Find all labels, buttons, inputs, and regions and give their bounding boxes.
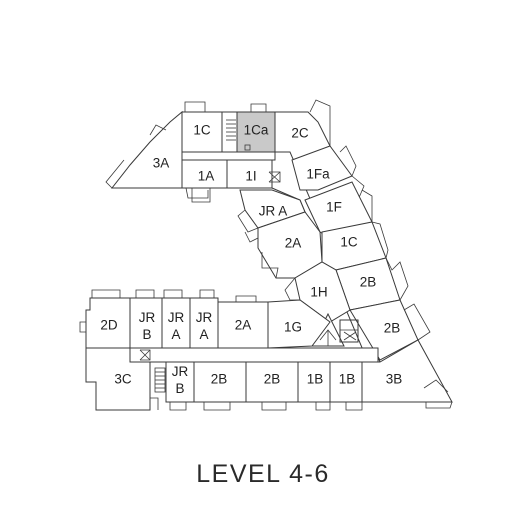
unit-label-2B-bottom2: 2B (264, 372, 281, 387)
unit-label-2A-mid: 2A (285, 236, 302, 251)
unit-label-1F: 1F (326, 200, 342, 215)
unit-3C-shape[interactable] (85, 347, 151, 411)
unit-label-JRA-top: JR A (259, 204, 288, 219)
unit-label-1H: 1H (310, 285, 327, 300)
unit-1B-2-shape[interactable] (329, 361, 363, 403)
unit-2B-bottom1-shape[interactable] (193, 361, 247, 403)
unit-2B-bottom2-shape[interactable] (245, 361, 299, 403)
unit-label-1Ca: 1Ca (244, 123, 269, 138)
unit-label-2B-right1: 2B (360, 275, 377, 290)
unit-1I-shape[interactable] (226, 159, 273, 189)
unit-label-1C-top: 1C (193, 123, 211, 138)
unit-1Ca-shape[interactable] (236, 111, 276, 153)
corridor-lower (129, 347, 379, 363)
unit-label-1C-mid: 1C (340, 235, 358, 250)
unit-3A-shape[interactable] (110, 110, 183, 189)
unit-1A-shape[interactable] (181, 159, 228, 189)
unit-1Fa-shape[interactable] (291, 145, 353, 191)
unit-label-2A-left: 2A (235, 318, 252, 333)
unit-label-1I: 1I (245, 169, 256, 184)
unit-label-2D: 2D (100, 318, 118, 333)
unit-label-1G: 1G (284, 320, 302, 335)
unit-3B-shape[interactable] (361, 339, 453, 403)
level-title: LEVEL 4-6 (196, 460, 330, 488)
unit-label-3C: 3C (114, 372, 132, 387)
unit-label-2C: 2C (291, 126, 309, 141)
unit-2B-right2-shape[interactable] (349, 299, 419, 361)
unit-1G-shape[interactable] (267, 299, 331, 349)
unit-JRA-left2-shape[interactable] (189, 297, 219, 349)
unit-label-1A: 1A (198, 169, 215, 184)
unit-label-3B: 3B (386, 372, 403, 387)
unit-label-1B-1: 1B (307, 372, 324, 387)
unit-label-1B-2: 1B (339, 372, 356, 387)
unit-JRB-left-shape[interactable] (129, 297, 163, 349)
unit-1C-top-shape[interactable] (181, 111, 223, 153)
unit-label-1Fa: 1Fa (306, 167, 330, 182)
unit-label-2B-bottom1: 2B (211, 372, 228, 387)
unit-label-3A: 3A (153, 156, 170, 171)
unit-label-2B-right2: 2B (384, 321, 401, 336)
